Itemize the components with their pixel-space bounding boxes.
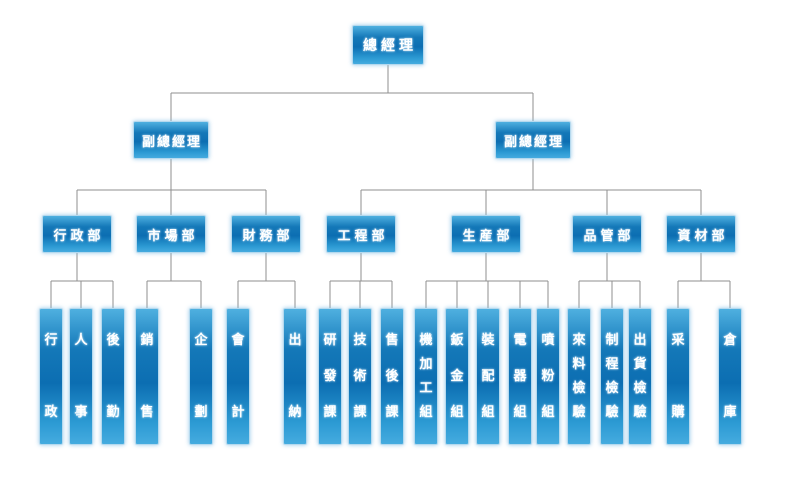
unit-box-outgoing-inspection: 出貨檢驗	[628, 308, 652, 445]
unit-box-sales: 銷售	[135, 308, 159, 445]
unit-box-powder-coating: 噴粉組	[536, 308, 560, 445]
unit-box-administration: 行政	[39, 308, 63, 445]
unit-box-assembly: 裝配組	[476, 308, 500, 445]
department-box-finance: 財務部	[231, 215, 301, 253]
unit-box-incoming-inspection: 來料檢驗	[567, 308, 591, 445]
department-box-materials: 資材部	[666, 215, 736, 253]
unit-box-process-inspection: 制程檢驗	[600, 308, 624, 445]
unit-box-logistics: 後勤	[101, 308, 125, 445]
unit-box-technology: 技術課	[348, 308, 372, 445]
department-box-quality: 品管部	[572, 215, 642, 253]
unit-box-warehouse: 倉庫	[718, 308, 742, 445]
department-box-engineering: 工程部	[326, 215, 396, 253]
unit-box-sheet-metal: 鈑金組	[445, 308, 469, 445]
department-box-production: 生産部	[451, 215, 521, 253]
department-box-marketing: 市場部	[136, 215, 206, 253]
department-box-admin: 行政部	[42, 215, 112, 253]
unit-box-electrical: 電器組	[508, 308, 532, 445]
org-box-deputy-gm-right: 副總經理	[495, 121, 571, 159]
unit-box-purchasing: 采購	[666, 308, 690, 445]
unit-box-cashier: 出納	[283, 308, 307, 445]
unit-box-planning: 企劃	[189, 308, 213, 445]
unit-box-machining: 機加工組	[414, 308, 438, 445]
unit-box-after-sales: 售後課	[380, 308, 404, 445]
org-box-deputy-gm-left: 副總經理	[133, 121, 209, 159]
unit-box-accounting: 會計	[226, 308, 250, 445]
unit-box-hr: 人事	[69, 308, 93, 445]
org-box-general-manager: 總經理	[352, 25, 424, 65]
unit-box-rnd: 研發課	[318, 308, 342, 445]
